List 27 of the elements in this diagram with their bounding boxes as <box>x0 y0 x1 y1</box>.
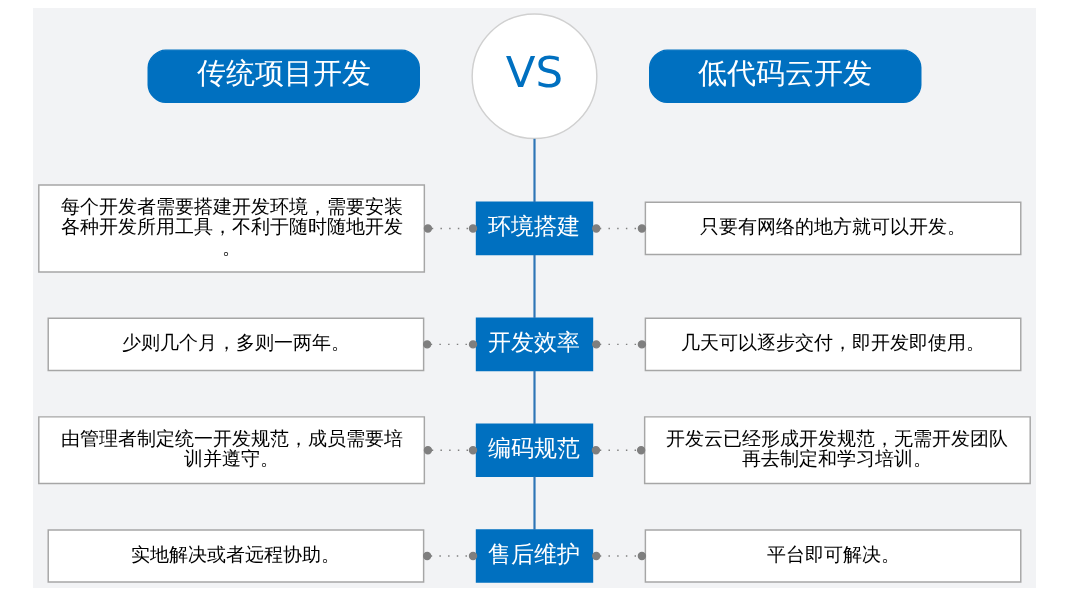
connector <box>423 446 477 455</box>
connector <box>591 340 646 349</box>
node-box: 平台即可解决。 <box>644 529 1021 583</box>
node-box: 环境搭建 <box>475 201 593 256</box>
node-box: 售后维护 <box>475 529 593 583</box>
node-box: 低代码云开发 <box>648 49 921 104</box>
node-circle: VS <box>470 13 598 140</box>
connector <box>422 340 477 349</box>
node-box: 几天可以逐步交付，即开发即使用。 <box>644 317 1021 372</box>
connector <box>532 138 536 203</box>
connector <box>423 224 477 233</box>
node-box: 开发云已经形成开发规范，无需开发团队再去制定和学习培训。 <box>643 416 1031 485</box>
connector <box>422 551 477 561</box>
connector <box>532 254 536 318</box>
connector <box>591 446 645 455</box>
node-box: 编码规范 <box>475 423 593 477</box>
connector <box>591 224 646 233</box>
node-box: 只要有网络的地方就可以开发。 <box>644 201 1021 256</box>
node-box: 开发效率 <box>475 317 593 372</box>
node-box: 传统项目开发 <box>147 49 420 104</box>
node-box: 少则几个月，多则一两年。 <box>47 317 424 372</box>
node-box: 由管理者制定统一开发规范，成员需要培训并遵守。 <box>37 416 425 485</box>
connector <box>532 370 536 425</box>
node-box: 每个开发者需要搭建开发环境，需要安装各种开发所用工具，不利于随时随地开发。 <box>37 184 425 273</box>
connector <box>532 476 536 530</box>
connector <box>591 551 646 561</box>
node-box: 实地解决或者远程协助。 <box>47 529 424 583</box>
